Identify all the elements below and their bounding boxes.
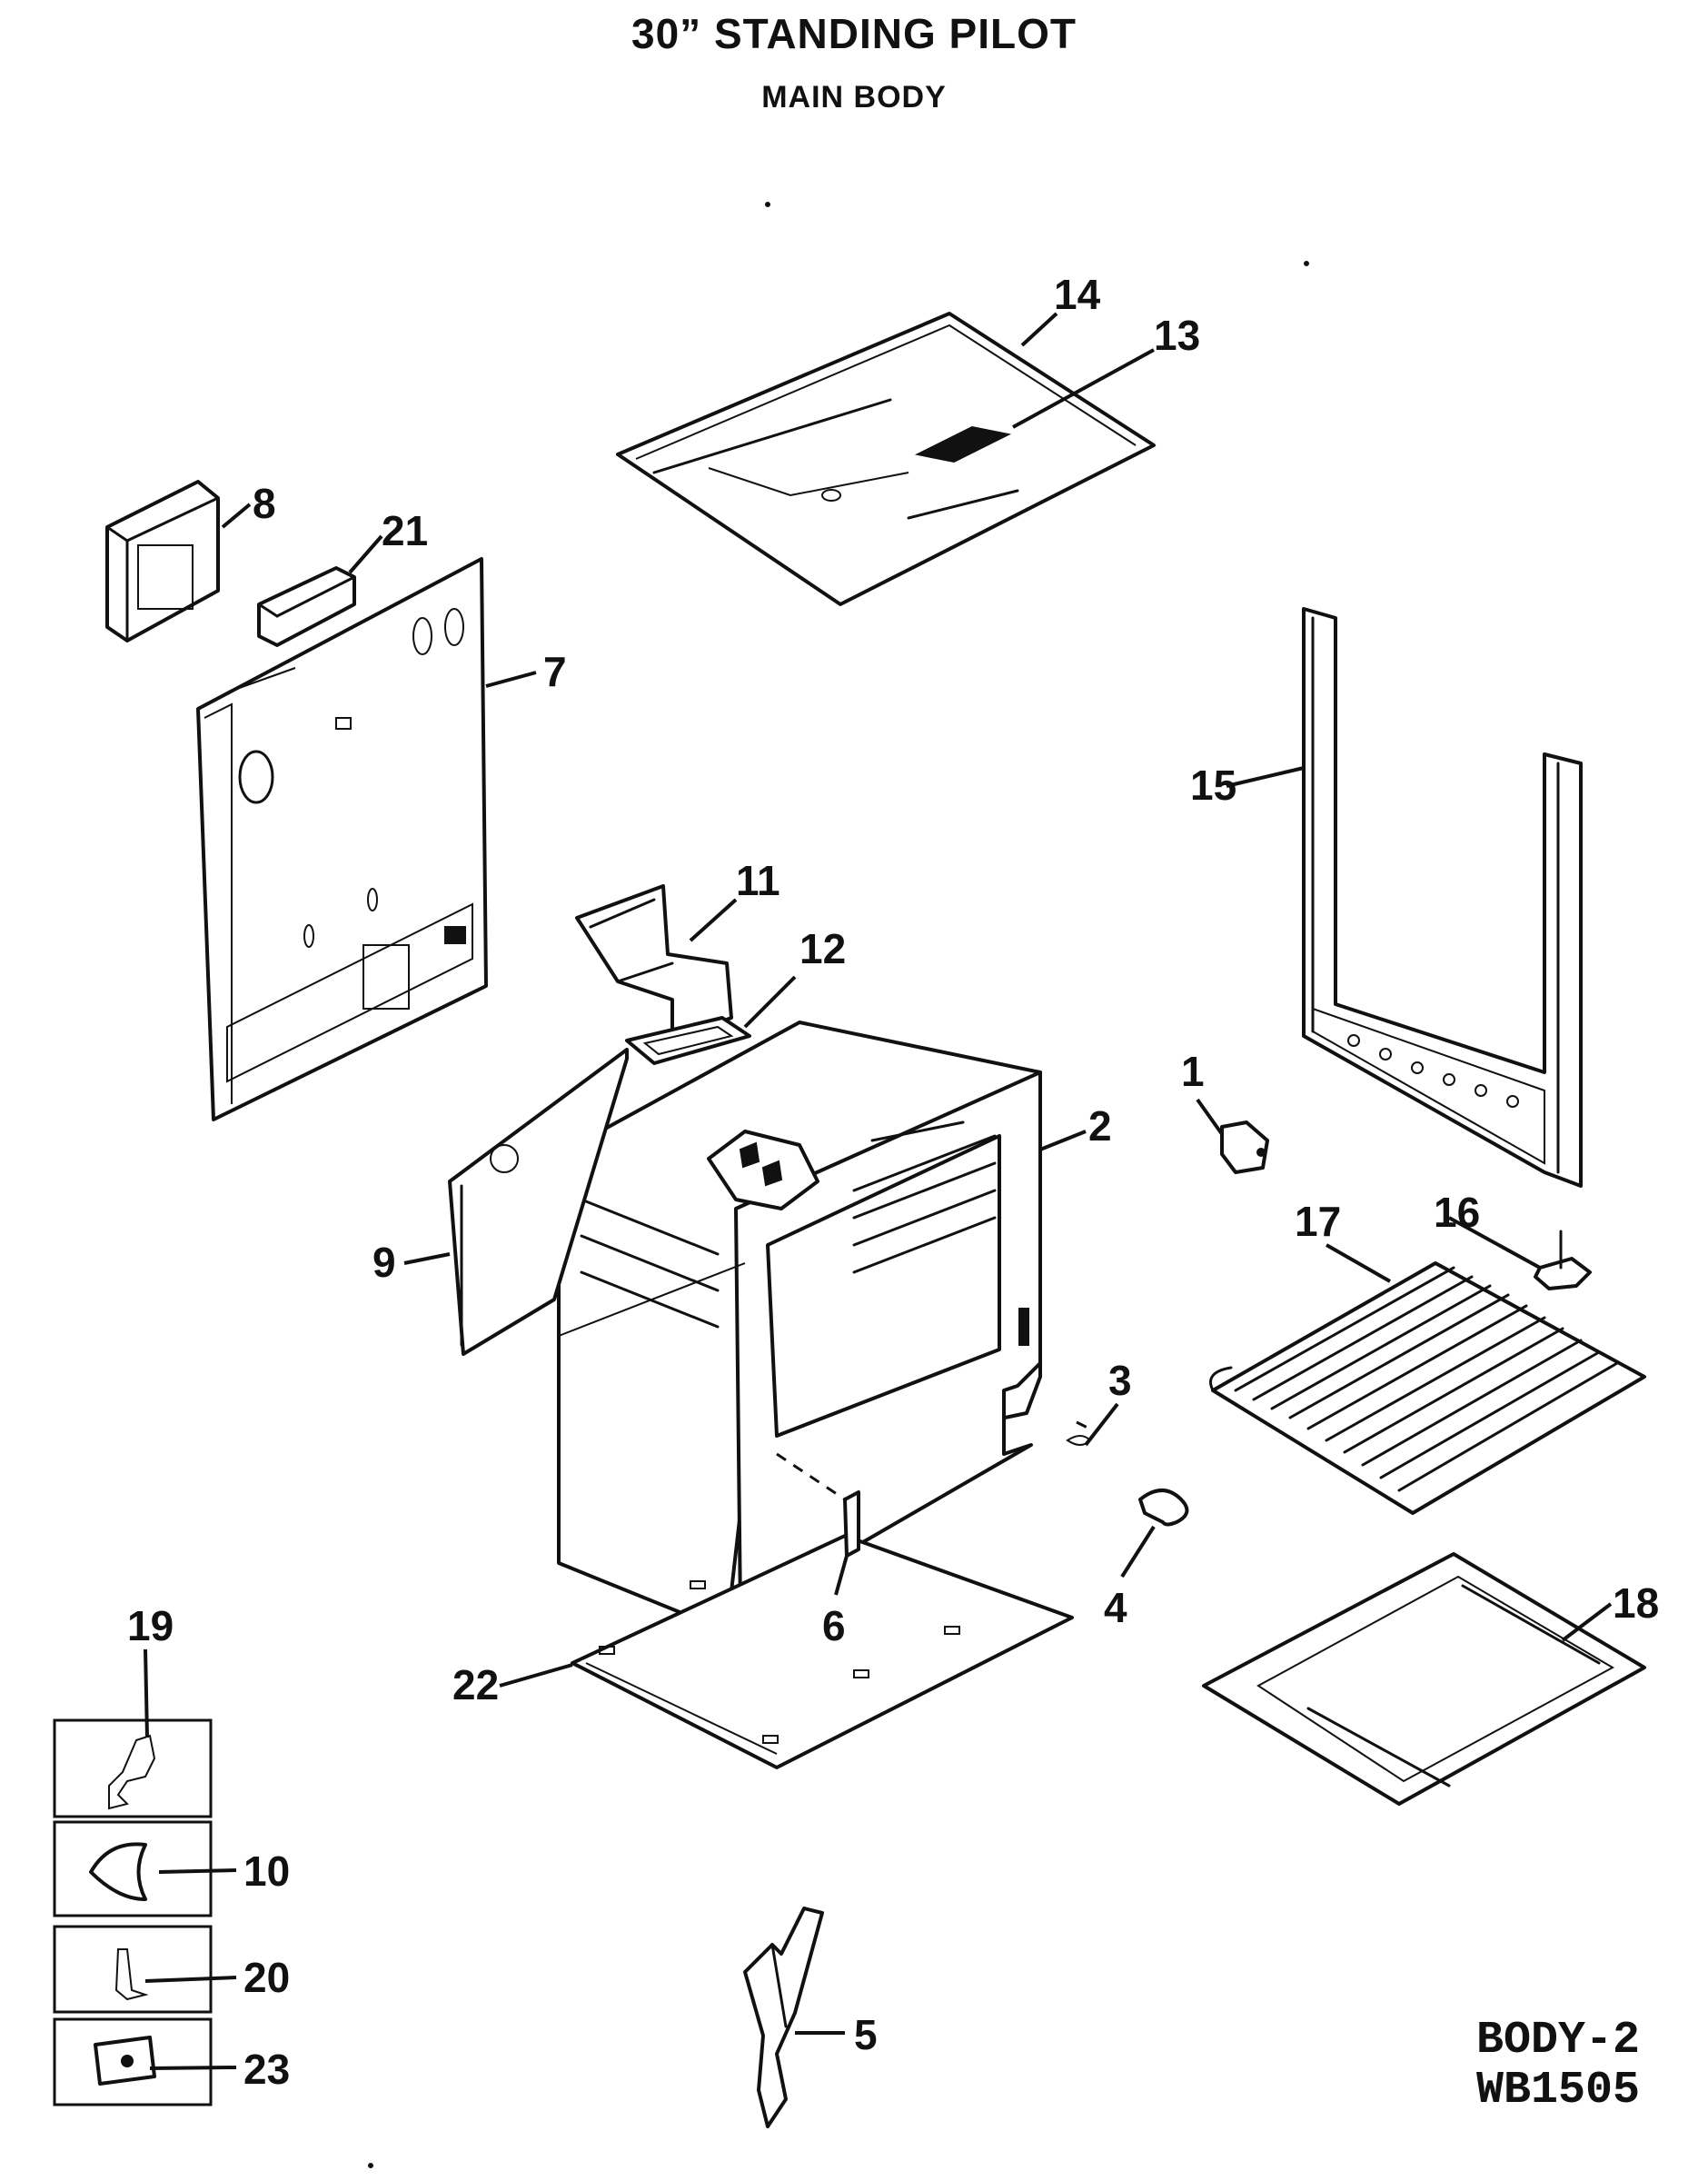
callout-13: 13: [1154, 312, 1200, 359]
base-panel: [571, 1534, 1074, 1769]
hinge-bracket: [776, 1452, 860, 1558]
broiler-pan: [1202, 1552, 1646, 1806]
door-frame: [1302, 607, 1583, 1188]
callout-9: 9: [372, 1239, 396, 1286]
flue-gasket: [625, 1016, 751, 1065]
leader-lines: [144, 312, 1613, 2070]
cooktop-panel: [616, 312, 1156, 606]
callout-17: 17: [1295, 1198, 1341, 1245]
spring-clip: [1066, 1420, 1096, 1446]
callout-12: 12: [799, 925, 846, 972]
oven-body: [557, 1021, 1042, 1633]
inset-box-19: [53, 1718, 213, 1818]
callout-1: 1: [1181, 1048, 1205, 1095]
callout-7: 7: [543, 648, 567, 695]
callout-2: 2: [1088, 1102, 1112, 1150]
inset-box-20: [53, 1925, 213, 2014]
callout-23: 23: [243, 2046, 290, 2093]
callout-10: 10: [243, 1847, 290, 1895]
drawing-code-line2: WB1505: [1476, 2065, 1640, 2116]
valve-button: [1220, 1120, 1269, 1174]
callout-5: 5: [854, 2011, 878, 2058]
callout-16: 16: [1434, 1189, 1480, 1236]
callout-19: 19: [127, 1602, 174, 1649]
callout-18: 18: [1613, 1579, 1659, 1627]
callout-11: 11: [736, 857, 780, 904]
back-panel: [196, 557, 488, 1121]
callout-21: 21: [382, 507, 428, 554]
side-panel: [448, 1048, 629, 1356]
hinge-spring: [743, 1907, 824, 2128]
drawing-code: BODY-2 WB1505: [1476, 2015, 1640, 2116]
callout-20: 20: [243, 1954, 290, 2001]
drawing-code-line1: BODY-2: [1476, 2015, 1640, 2066]
inset-box-23: [53, 2017, 213, 2106]
callout-4: 4: [1104, 1584, 1127, 1631]
junction-box: [105, 480, 220, 642]
diagram-subtitle: MAIN BODY: [761, 80, 947, 115]
callout-8: 8: [253, 480, 276, 527]
knob: [1138, 1489, 1189, 1527]
callout-15: 15: [1190, 762, 1236, 809]
cooktop-vent-plate: [914, 425, 1012, 463]
inset-box-10: [53, 1820, 213, 1917]
leveling-leg: [1534, 1230, 1592, 1290]
diagram-title: 30” STANDING PILOT: [631, 10, 1077, 57]
callout-14: 14: [1054, 271, 1101, 318]
bracket-box: [257, 566, 356, 647]
callouts: 1 2 3 4 5 6 7 8 9 10 11 12 13 14 15 16 1…: [127, 271, 1659, 2093]
callout-3: 3: [1108, 1357, 1132, 1404]
flue-duct: [575, 884, 733, 1042]
callout-6: 6: [822, 1602, 846, 1649]
oven-rack: [1209, 1261, 1646, 1515]
callout-22: 22: [452, 1661, 499, 1708]
